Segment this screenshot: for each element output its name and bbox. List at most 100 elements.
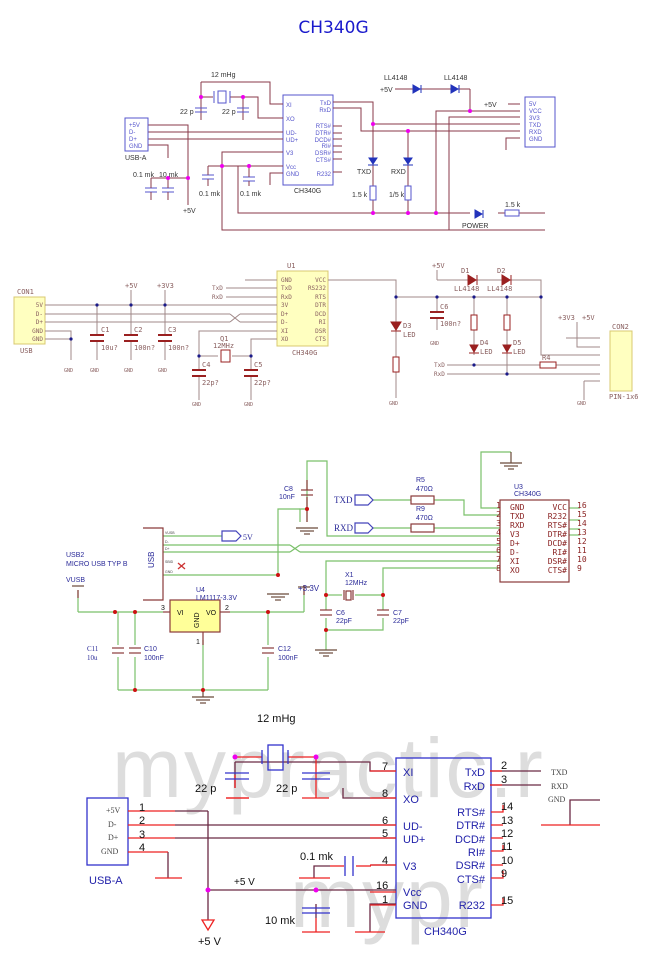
con1-box: [13, 296, 46, 345]
c12-ref: C12: [278, 646, 291, 653]
cap-val: 100n?: [440, 320, 461, 328]
con1-pin: GND: [32, 336, 43, 343]
led-val: LED: [403, 331, 416, 339]
s4-chip-name: CH340G: [424, 926, 467, 938]
led-ref: D3: [403, 322, 411, 330]
u1-pin: XO: [281, 336, 289, 343]
r9-ref: R9: [416, 506, 425, 513]
s4-out-txd: TXD: [551, 768, 568, 777]
s1-pin: UD+: [286, 138, 299, 144]
s4-usb-num: 1: [139, 802, 145, 814]
ch340g-chip: [282, 94, 334, 186]
gnd-label: GND: [90, 368, 99, 374]
s1-usb-name: USB-A: [125, 155, 147, 162]
u3-pin: VCC: [553, 503, 568, 512]
s1-pin: TxD: [320, 101, 332, 107]
s1-pin: UD-: [286, 131, 297, 137]
s4-pin: V3: [403, 861, 416, 873]
s4-pin: RxD: [464, 781, 485, 793]
u4-ref: U4: [196, 587, 205, 594]
s1-pin: RTS#: [316, 124, 332, 130]
u3-pin-num: 12: [577, 537, 587, 546]
led-ref: D4: [480, 339, 488, 347]
r9-val: 470Ω: [416, 515, 433, 522]
s4-pin-num: 7: [382, 761, 388, 773]
c11-ref: C11: [87, 645, 99, 653]
rail-5v: +5V: [432, 262, 445, 270]
s1-pin: Vcc: [286, 165, 296, 171]
u1-name: CH340G: [292, 349, 317, 357]
usb2-ref: USB2: [66, 552, 84, 559]
s1-usb-pin: +5V: [129, 123, 140, 129]
net-5v: 5V: [243, 533, 253, 542]
u1-pin: DTR: [315, 302, 326, 309]
u4-pin: 3: [161, 605, 165, 612]
schematic-4: [86, 744, 600, 933]
u4-gnd: GND: [194, 612, 201, 628]
usb2-pin: GND: [165, 570, 173, 574]
s4-usb-pin: D-: [108, 820, 117, 829]
usb2-desc: MICRO USB TYP B: [66, 561, 128, 568]
con1-pin: GND: [32, 328, 43, 335]
s1-chip-name: CH340G: [294, 188, 321, 195]
s1-header-pin: VCC: [529, 109, 542, 115]
s4-pin-num: 16: [376, 880, 388, 892]
s1-usb-pin: D+: [129, 137, 137, 143]
s4-usb-pin: GND: [101, 847, 119, 856]
u3-pin: D+: [510, 539, 520, 548]
s4-pin-num: 6: [382, 815, 388, 827]
s4-pin: DSR#: [456, 860, 486, 872]
r5-val: 470Ω: [416, 486, 433, 493]
s1-led-rxd: RXD: [391, 169, 406, 176]
net-txd: TxD: [212, 285, 223, 292]
s4-pin: DTR#: [456, 820, 486, 832]
s1-diode-label: LL4148: [444, 75, 467, 82]
u3-pin: D-: [510, 548, 520, 557]
s4-crystal: 12 mHg: [257, 713, 296, 725]
cap-ref: C4: [202, 361, 210, 369]
c8-val: 10nF: [279, 494, 295, 501]
cap-ref: C5: [254, 361, 262, 369]
r5-ref: R5: [416, 477, 425, 484]
gnd-label: GND: [124, 368, 133, 374]
u1-pin: VCC: [315, 277, 326, 284]
s4-usb-num: 2: [139, 815, 145, 827]
rail-5v: +5V: [582, 314, 595, 322]
s4-pin-num: 2: [501, 760, 507, 772]
c10-val: 100nF: [144, 655, 164, 662]
s4-net-5v: +5 V: [234, 877, 255, 888]
schematic-1: [124, 81, 556, 231]
s1-pin: DTR#: [315, 131, 331, 137]
watermark-text: mypractic.r: [112, 721, 545, 815]
gnd-label: GND: [389, 401, 398, 407]
s1-pin: RxD: [319, 108, 331, 114]
s4-pin: RTS#: [457, 807, 486, 819]
s1-r-rxd: 1/5 k: [389, 192, 405, 199]
s1-5v-label: +5V: [484, 102, 497, 109]
c8-ref: C8: [284, 486, 293, 493]
s4-pin-num: 3: [501, 774, 507, 786]
u3-pin-num: 11: [577, 546, 587, 555]
u1-pin: TxD: [281, 285, 292, 292]
diode-ref: D2: [497, 267, 505, 275]
u4-name: LM1117-3.3V: [196, 595, 237, 602]
s1-5v-label: +5V: [380, 87, 393, 94]
cap-val: 22p?: [254, 379, 271, 387]
u1-pin: RS232: [308, 285, 326, 292]
gnd-label: GND: [192, 402, 201, 408]
s4-usb-pin: D+: [108, 833, 119, 842]
s1-led-txd: TXD: [357, 169, 371, 176]
u1-pin: 3V: [281, 302, 289, 309]
s1-cap-label: 10 mk: [159, 172, 179, 179]
cap-val: 22p?: [202, 379, 219, 387]
s4-pin: UD+: [403, 834, 425, 846]
watermark-text-2: mypr: [290, 851, 485, 945]
s4-pin: CTS#: [457, 874, 486, 886]
s4-usb-num: 4: [139, 842, 145, 854]
c12-val: 100nF: [278, 655, 298, 662]
s1-pin: V3: [286, 151, 294, 157]
vusb-label: VUSB: [66, 577, 85, 584]
rail-3v3: +3V3: [157, 282, 174, 290]
s1-pin: CTS#: [316, 158, 332, 164]
s1-cap-label: 0.1 mk: [240, 191, 262, 198]
